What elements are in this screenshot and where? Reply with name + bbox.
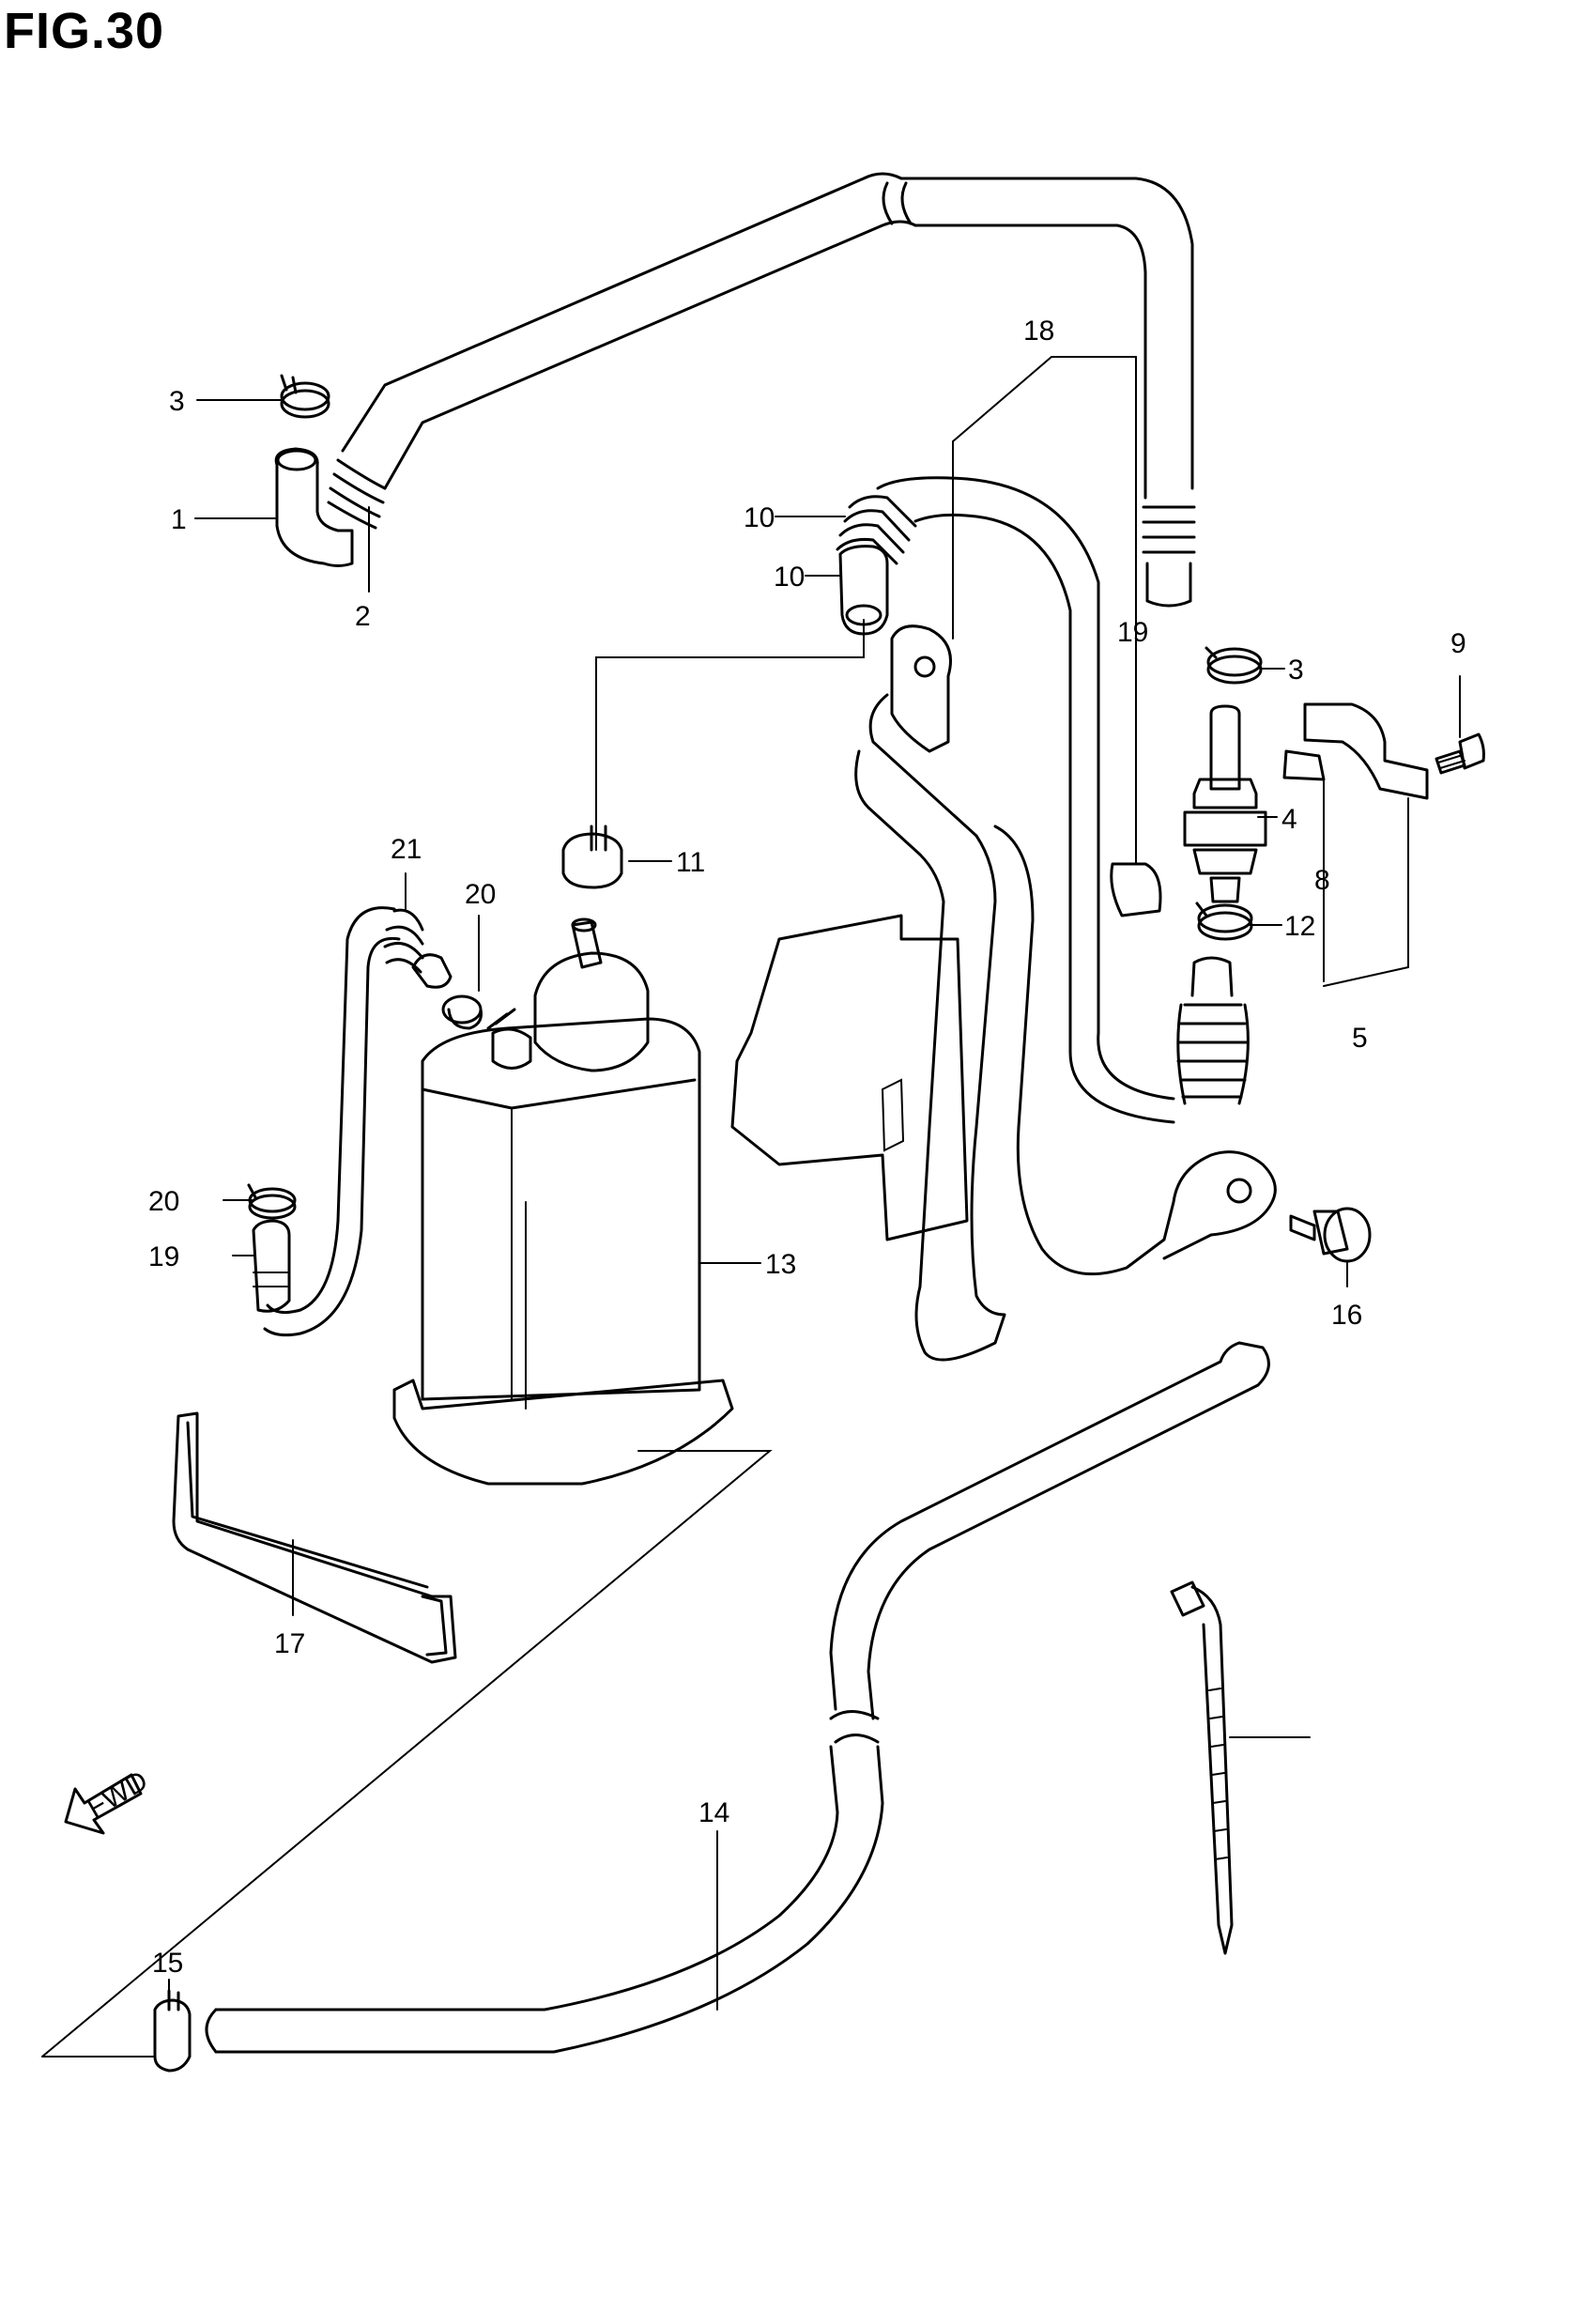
part-canister-band[interactable]	[172, 1411, 457, 1664]
callout-9: 10	[744, 502, 775, 533]
part-hose-valve-lower[interactable]	[1176, 956, 1250, 1105]
callout-7: 9	[1450, 628, 1466, 659]
part-bolt-washer[interactable]	[1289, 1207, 1372, 1263]
callout-11: 13	[765, 1249, 796, 1280]
callout-6: 8	[1314, 865, 1330, 896]
callout-20: 21	[391, 834, 422, 865]
callout-13: 15	[152, 1948, 183, 1979]
callout-17: 19	[1117, 617, 1148, 648]
callout-4: 4	[1281, 804, 1297, 835]
part-cushion[interactable]	[1110, 862, 1162, 917]
callout-19: 20	[148, 1186, 179, 1217]
callout-18: 19	[148, 1241, 179, 1272]
part-bracket-clamp[interactable]	[1282, 702, 1429, 987]
callout-5: 5	[1352, 1023, 1368, 1054]
figure-title: FIG.30	[4, 3, 165, 59]
callout-16: 18	[1023, 316, 1054, 347]
part-check-valve[interactable]	[1183, 704, 1267, 903]
fwd-label: FWD	[82, 1765, 153, 1825]
part-drain-hose[interactable]	[205, 1341, 1270, 2054]
callout-14: 16	[1331, 1300, 1362, 1331]
callout-3: 3	[169, 386, 185, 417]
part-bolt[interactable]	[1435, 732, 1485, 775]
part-hose-clip-3a[interactable]	[280, 374, 330, 419]
part-hose-clip-10b[interactable]	[1195, 902, 1253, 941]
part-hose-connector-18[interactable]	[252, 1219, 291, 1313]
part-hose-clip-3b[interactable]	[1205, 646, 1263, 685]
part-cable-tie[interactable]	[1170, 1580, 1234, 1955]
part-hose-clip-13[interactable]	[153, 1989, 192, 2073]
part-hose-long-upper[interactable]	[327, 172, 1196, 608]
part-hose-elbow[interactable]	[274, 447, 354, 567]
callout-1: 1	[171, 504, 187, 535]
callout-10: 12	[1284, 911, 1315, 942]
part-canister-bracket-assembly[interactable]	[730, 624, 1277, 1362]
part-hose-clip-19b[interactable]	[247, 1183, 297, 1220]
part-hose-clip-10a[interactable]	[561, 825, 623, 889]
callout-3: 3	[1288, 655, 1304, 686]
callout-labels: 3 1 2 3 9 4 8 12 5 10 10 11 18 19 13 16 …	[148, 316, 1466, 1979]
fwd-arrow-icon: FWD	[64, 1765, 153, 1835]
callout-10: 11	[676, 847, 705, 878]
callout-12: 14	[698, 1797, 729, 1828]
part-hose-left[interactable]	[263, 906, 453, 1337]
callout-2: 2	[355, 601, 371, 632]
part-hose-clip-19a[interactable]	[441, 994, 483, 1030]
part-canister[interactable]	[392, 917, 734, 1486]
callout-8: 10	[774, 562, 805, 593]
callout-19: 20	[465, 879, 496, 910]
callout-15: 17	[274, 1628, 305, 1659]
leader-lines	[41, 356, 1461, 2058]
